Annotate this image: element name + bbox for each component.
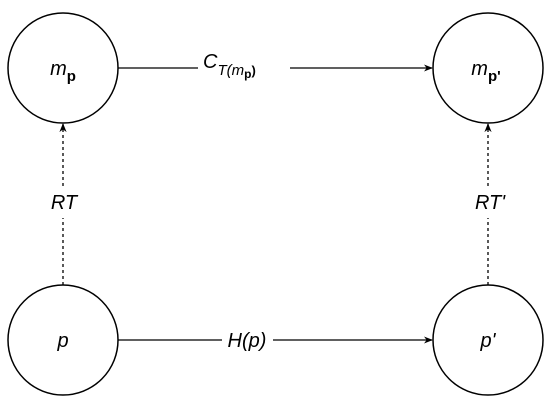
edge-left: RT	[51, 123, 79, 285]
node-mp-label: mp	[50, 58, 76, 85]
edge-top-tail-base: m	[232, 62, 245, 79]
edge-top-label: CT(mp)	[203, 51, 256, 81]
node-mp-prime-base: m	[471, 58, 488, 80]
node-mp: mp	[7, 12, 119, 124]
edge-left-label: RT	[51, 192, 79, 214]
node-mp-prime-label: mp'	[471, 58, 500, 85]
edge-bottom: H(p)	[118, 330, 433, 352]
node-mp-sub: p	[67, 68, 76, 85]
node-p-label: p	[56, 330, 68, 352]
edge-top-tail-sub: p	[244, 67, 251, 81]
edge-right-label: RT'	[475, 192, 506, 214]
edge-top-base: C	[203, 51, 218, 73]
node-mp-prime-circle	[432, 12, 544, 124]
node-p-prime-label: p'	[480, 330, 497, 352]
node-p-prime: p'	[432, 284, 544, 396]
node-mp-prime: mp'	[432, 12, 544, 124]
edge-top: CT(mp)	[118, 51, 433, 81]
node-mp-prime-sub: p'	[488, 68, 501, 85]
edge-right: RT'	[475, 123, 506, 285]
node-p: p	[7, 284, 119, 396]
edge-top-sub: T(	[217, 62, 233, 79]
node-mp-base: m	[50, 58, 67, 80]
edge-bottom-label: H(p)	[228, 330, 267, 352]
edge-top-close: )	[251, 63, 255, 78]
